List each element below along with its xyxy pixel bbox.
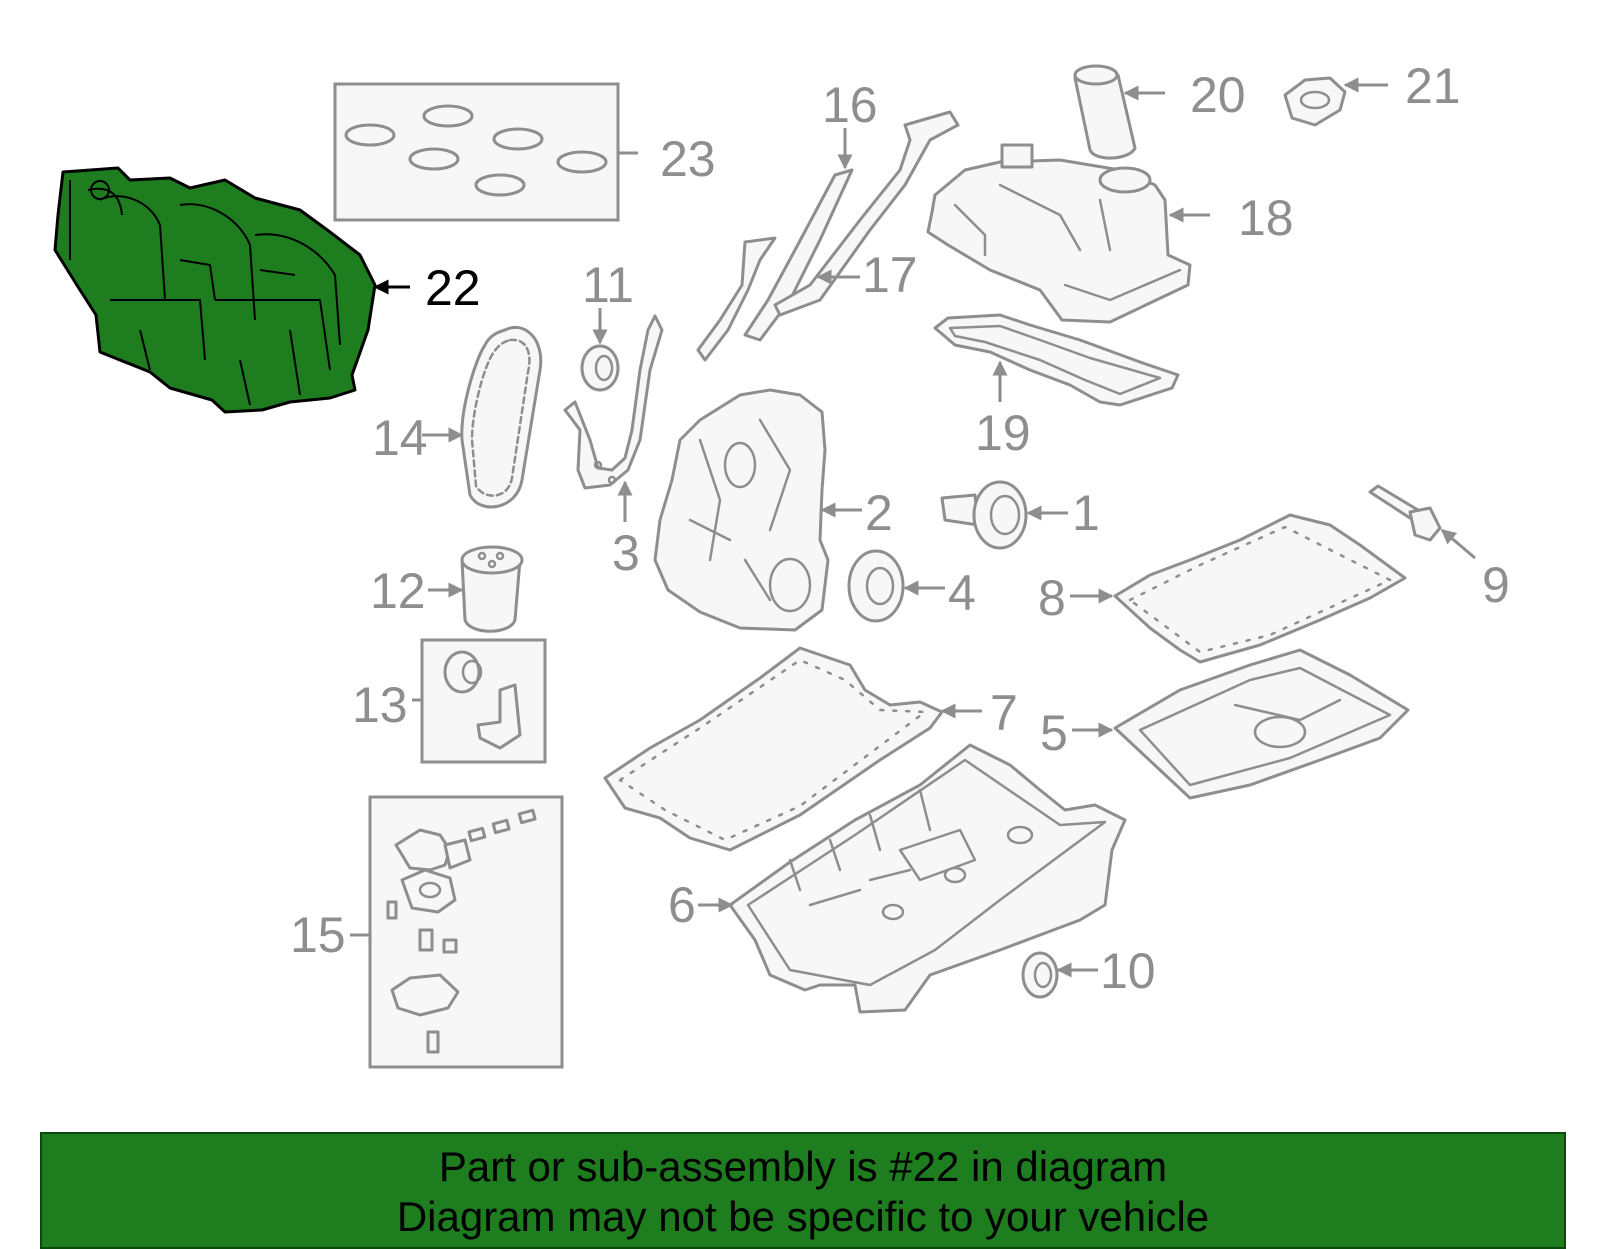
callout-9[interactable]: 9	[1482, 557, 1510, 613]
part-16-chain-guide[interactable]	[743, 168, 854, 342]
part-13-kit[interactable]	[420, 638, 547, 764]
callout-17[interactable]: 17	[862, 247, 918, 303]
callout-20[interactable]: 20	[1190, 67, 1246, 123]
callout-12[interactable]: 12	[370, 563, 426, 619]
part-19-valve-cover-gasket[interactable]	[933, 313, 1180, 407]
part-18-valve-cover[interactable]	[926, 143, 1192, 324]
part-10-seal[interactable]	[1021, 951, 1059, 999]
callout-2[interactable]: 2	[865, 485, 893, 541]
part-17-chain-guide[interactable]	[696, 110, 960, 362]
callout-15[interactable]: 15	[290, 907, 346, 963]
banner-line-part: Part or sub-assembly is #22 in diagram	[438, 1143, 1168, 1190]
callout-5[interactable]: 5	[1040, 705, 1068, 761]
part-12-oil-filter[interactable]	[460, 545, 524, 633]
callout-18[interactable]: 18	[1238, 190, 1294, 246]
part-22-intake-manifold[interactable]	[53, 166, 377, 414]
callout-13[interactable]: 13	[352, 677, 408, 733]
part-6-upper-oil-pan[interactable]	[728, 743, 1127, 1014]
part-3-gasket[interactable]	[563, 314, 664, 490]
callout-3[interactable]: 3	[612, 525, 640, 581]
callout-1[interactable]: 1	[1072, 485, 1100, 541]
callout-4[interactable]: 4	[948, 565, 976, 621]
part-2-timing-cover[interactable]	[653, 388, 830, 632]
part-5-lower-oil-pan[interactable]	[1113, 648, 1410, 800]
callout-22[interactable]: 22	[425, 260, 481, 316]
callout-16[interactable]: 16	[822, 77, 878, 133]
part-4-seal[interactable]	[847, 549, 905, 623]
part-9-bolt[interactable]	[1368, 484, 1442, 542]
part-7-oil-pan-gasket[interactable]	[603, 646, 944, 852]
callout-7[interactable]: 7	[990, 685, 1018, 741]
leader-9	[1440, 528, 1476, 560]
part-11-seal[interactable]	[580, 344, 620, 392]
part-20-filler-tube[interactable]	[1073, 64, 1137, 160]
callout-19[interactable]: 19	[975, 405, 1031, 461]
callout-6[interactable]: 6	[668, 877, 696, 933]
parts-diagram: 22 23 14 11 3 16 17	[53, 58, 1510, 1069]
info-banner: Part or sub-assembly is #22 in diagram D…	[40, 1132, 1566, 1249]
part-15-kit[interactable]	[368, 795, 564, 1069]
part-14-timing-chain[interactable]	[460, 325, 543, 509]
callout-21[interactable]: 21	[1405, 58, 1461, 114]
callout-23[interactable]: 23	[660, 131, 716, 187]
part-21-oil-cap[interactable]	[1283, 76, 1347, 127]
part-1-pulley[interactable]	[940, 480, 1028, 550]
banner-line-disclaimer: Diagram may not be specific to your vehi…	[396, 1193, 1210, 1240]
part-23-seal-kit[interactable]	[333, 82, 620, 222]
callout-8[interactable]: 8	[1038, 570, 1066, 626]
part-8-oil-pan-gasket[interactable]	[1113, 513, 1407, 664]
callout-14[interactable]: 14	[372, 410, 428, 466]
callout-10[interactable]: 10	[1100, 943, 1156, 999]
callout-11[interactable]: 11	[582, 257, 634, 313]
